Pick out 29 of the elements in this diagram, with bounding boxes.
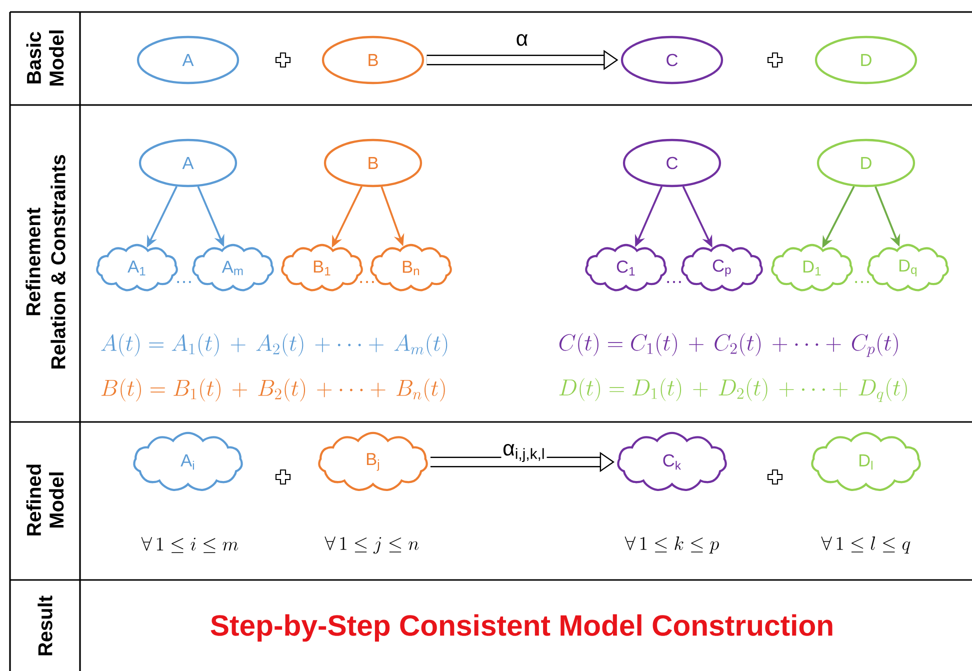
equation: $C(t) = C_1(t) \,+\, C_2(t) \,+\cdots+\, C_p(t)$ [559,333,898,357]
cloud: A$_{m}$ [192,244,274,292]
row-header: Refinement [26,208,40,316]
cloud: B$_{j}$ [318,432,428,491]
ellipsis: … [667,281,681,283]
equation: $A(t) = A_1(t) \,+\, A_2(t) \,+\cdots+\, A_m(t)$ [101,334,448,357]
ellipsis: … [177,281,191,283]
cloud: C$_{k}$ [617,432,727,491]
row-header: Refined Model [26,464,64,536]
cloud: A$_{i}$ [133,432,243,491]
cloud: A$_{1}$ [96,244,178,292]
condition: $\forall\, 1 \le i \le m$ [141,537,238,553]
condition: $\forall\, 1 \le j \le n$ [324,536,419,554]
row-header: Relation & Constraints [50,155,66,368]
edge-label: α [514,32,530,48]
cloud: D$_{1}$ [771,244,853,292]
equation: $D(t) = D_1(t) \,+\, D_2(t) \,+\cdots+\, D_q(t)$ [559,378,907,402]
cloud: D$_{l}$ [811,432,921,491]
equation: $B(t) = B_1(t) \,+\, B_2(t) \,+\cdots+\, B_n(t)$ [101,378,445,402]
ellipsis: … [855,281,869,283]
cloud: C$_{1}$ [585,244,667,292]
ellipsis: … [360,281,374,283]
cloud: C$_{p}$ [681,244,763,292]
condition: $\forall\, 1 \le k \le p$ [624,536,719,554]
row-header: Basic Model [26,30,64,86]
edge-label: α$_{i,j,k,l}$ [501,442,547,464]
condition: $\forall\, 1 \le l \le q$ [821,536,910,554]
row-header: Result [38,596,52,656]
result-text: Step-by-Step Consistent Model Construction [210,614,832,642]
